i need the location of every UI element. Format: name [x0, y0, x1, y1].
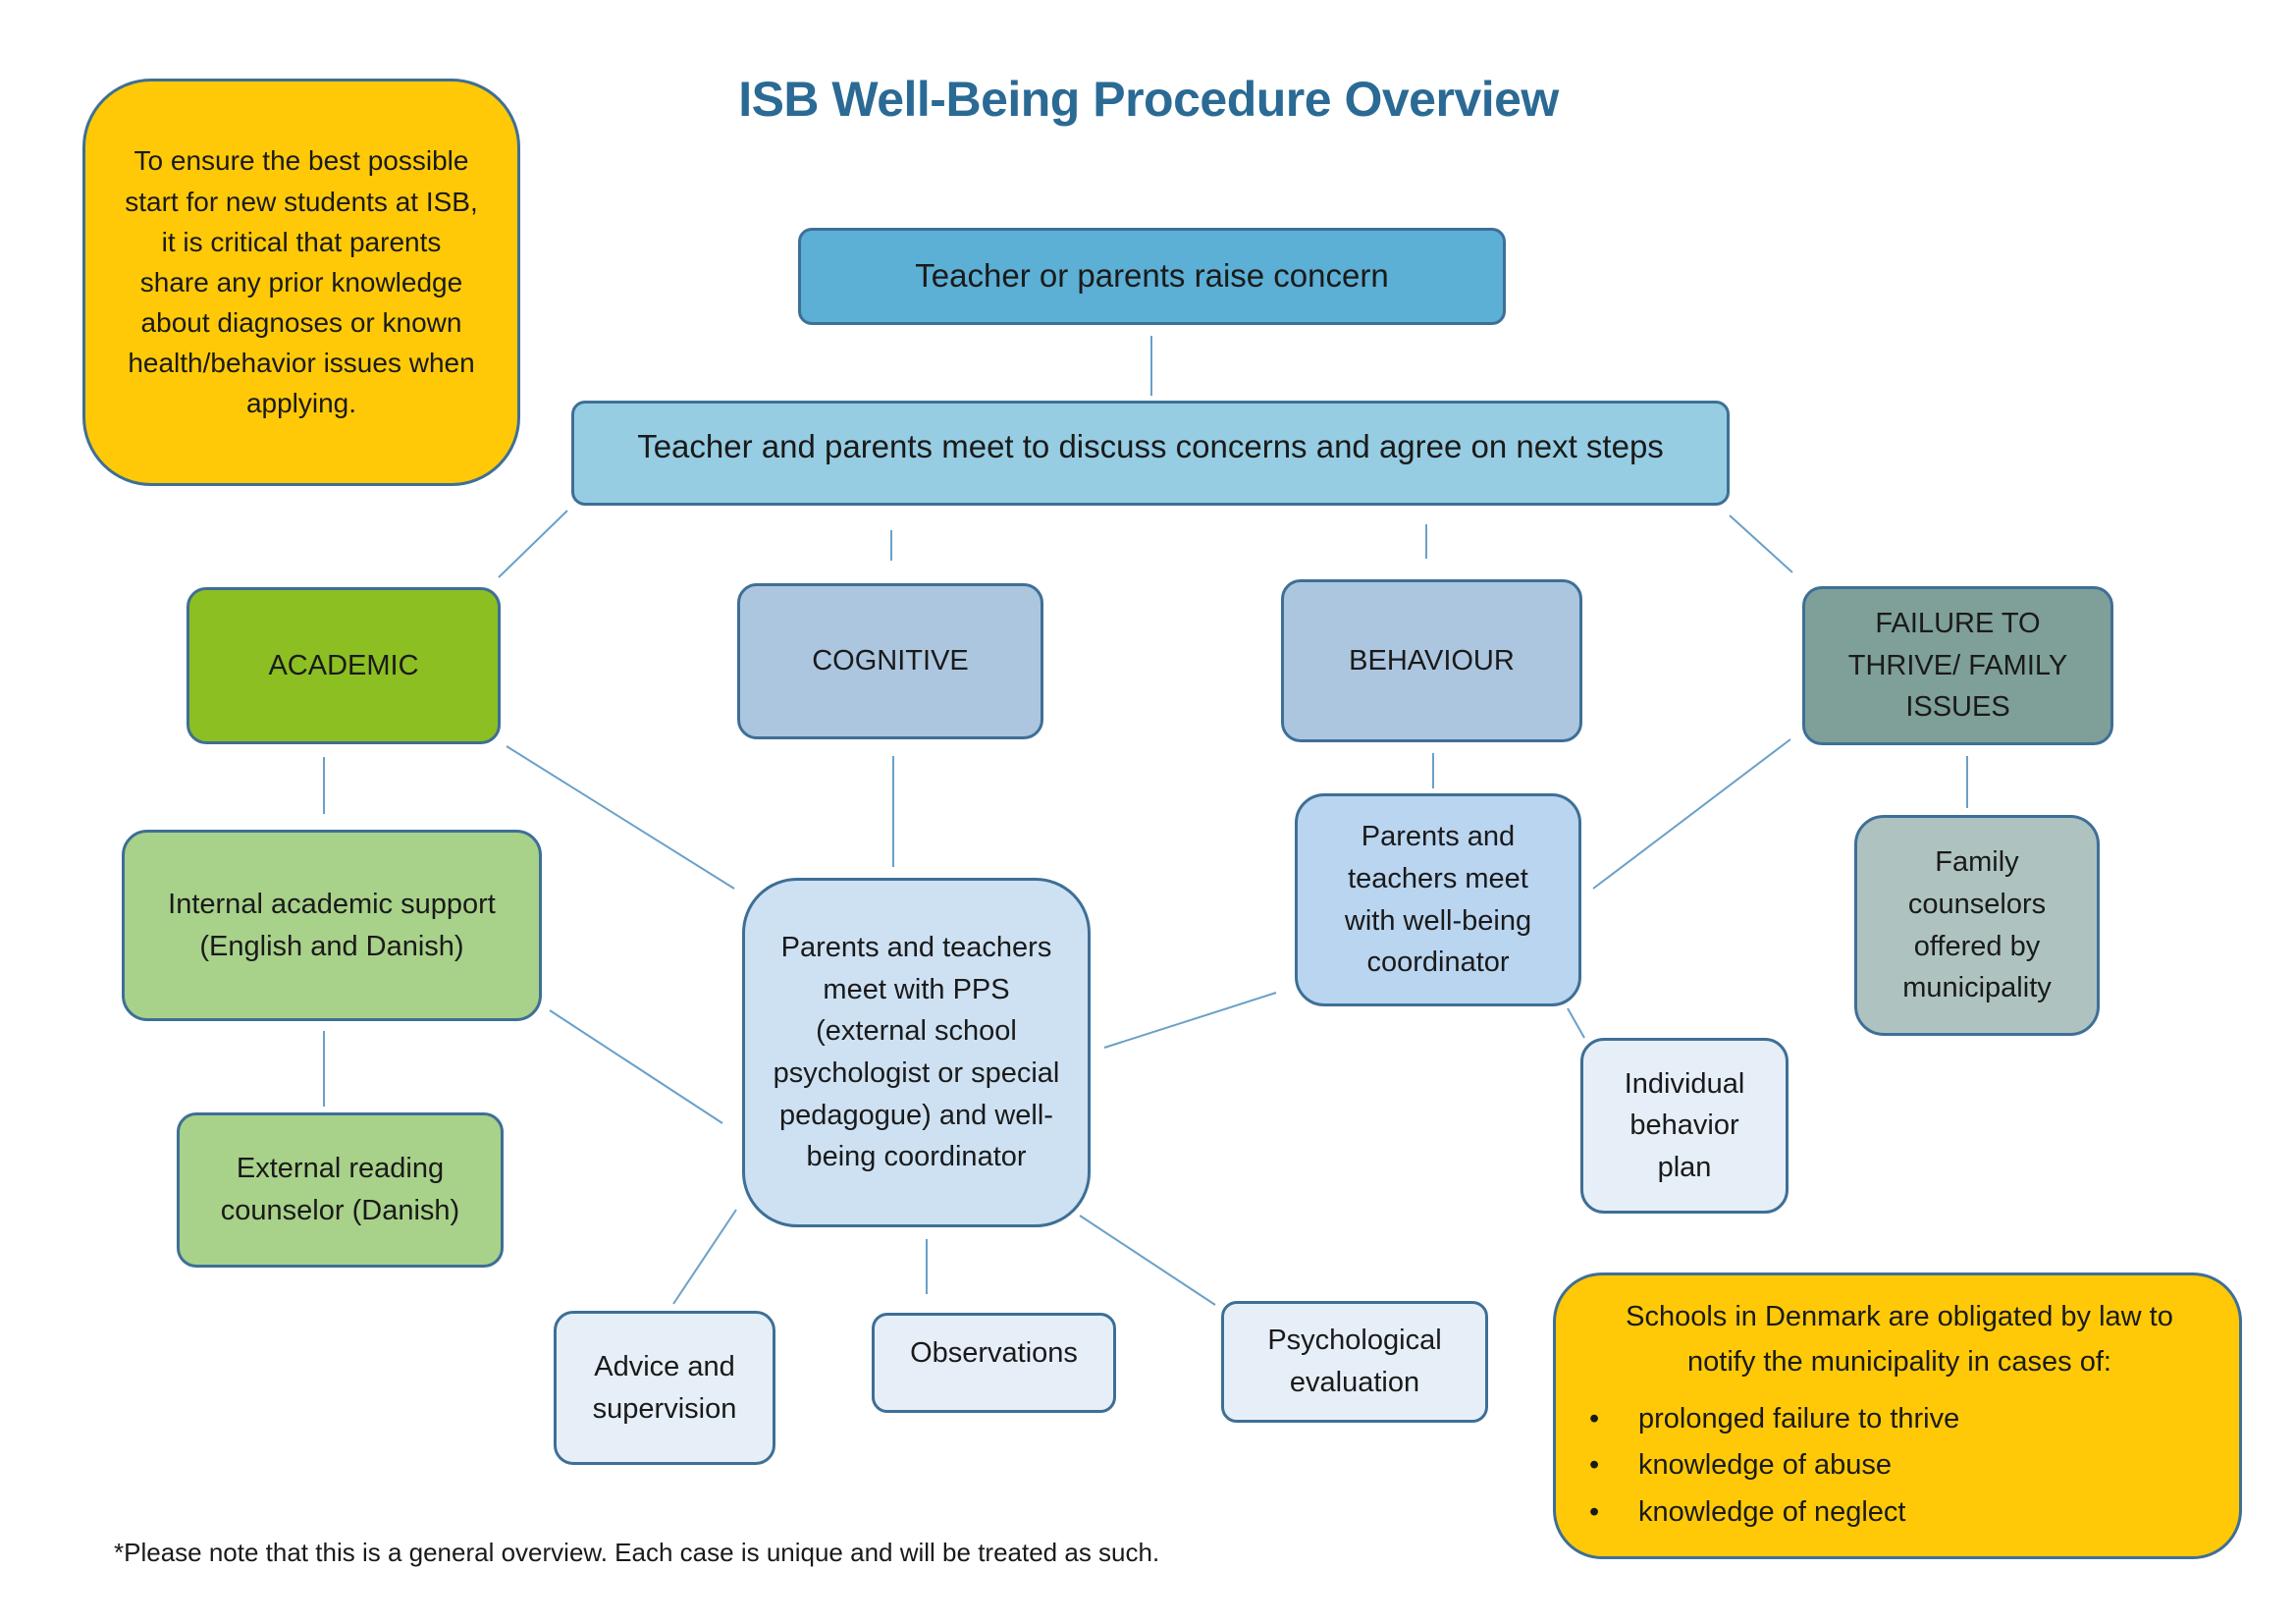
connector-line: [672, 1209, 737, 1305]
list-item: • knowledge of abuse: [1589, 1443, 2210, 1489]
node-internal-academic-support: Internal academic support (English and D…: [122, 830, 542, 1021]
law-notice-list: • prolonged failure to thrive • knowledg…: [1589, 1397, 2210, 1536]
node-pps-meeting: Parents and teachers meet with PPS (exte…: [742, 878, 1091, 1227]
connector-line: [506, 745, 735, 890]
node-family-counselors: Family counselors offered by municipalit…: [1854, 815, 2100, 1036]
list-item-text: knowledge of abuse: [1638, 1449, 1892, 1482]
category-academic: ACADEMIC: [187, 587, 501, 744]
bullet-icon: •: [1589, 1496, 1600, 1529]
node-external-reading-counselor: External reading counselor (Danish): [177, 1112, 504, 1268]
connector-line: [549, 1009, 723, 1124]
connector-line: [498, 510, 568, 578]
category-behaviour: BEHAVIOUR: [1281, 579, 1582, 742]
connector-line: [1729, 514, 1793, 573]
footnote: *Please note that this is a general over…: [114, 1538, 1160, 1567]
connector-line: [1103, 992, 1277, 1049]
page-title: ISB Well-Being Procedure Overview: [738, 72, 1559, 127]
law-notice: Schools in Denmark are obligated by law …: [1553, 1272, 2242, 1559]
connector-line: [1592, 738, 1791, 890]
node-advice-supervision: Advice and supervision: [554, 1311, 775, 1465]
category-cognitive: COGNITIVE: [737, 583, 1043, 739]
node-observations: Observations: [872, 1313, 1116, 1413]
list-item: • prolonged failure to thrive: [1589, 1397, 2210, 1442]
bullet-icon: •: [1589, 1402, 1600, 1435]
connector-line: [1567, 1007, 1585, 1039]
step-raise-concern: Teacher or parents raise concern: [798, 228, 1506, 325]
bullet-icon: •: [1589, 1449, 1600, 1482]
list-item: • knowledge of neglect: [1589, 1490, 2210, 1536]
list-item-text: knowledge of neglect: [1638, 1496, 1906, 1529]
node-wellbeing-coordinator-meeting: Parents and teachers meet with well-bein…: [1295, 793, 1581, 1006]
category-failure-to-thrive: FAILURE TO THRIVE/ FAMILY ISSUES: [1802, 586, 2113, 745]
connector-line: [1079, 1215, 1216, 1306]
law-notice-intro: Schools in Denmark are obligated by law …: [1626, 1301, 2173, 1378]
step-teacher-parent-meeting: Teacher and parents meet to discuss conc…: [571, 401, 1730, 506]
node-psychological-evaluation: Psychological evaluation: [1221, 1301, 1488, 1423]
intro-note: To ensure the best possible start for ne…: [82, 79, 520, 486]
list-item-text: prolonged failure to thrive: [1638, 1402, 1960, 1435]
node-individual-behavior-plan: Individual behavior plan: [1580, 1038, 1789, 1214]
